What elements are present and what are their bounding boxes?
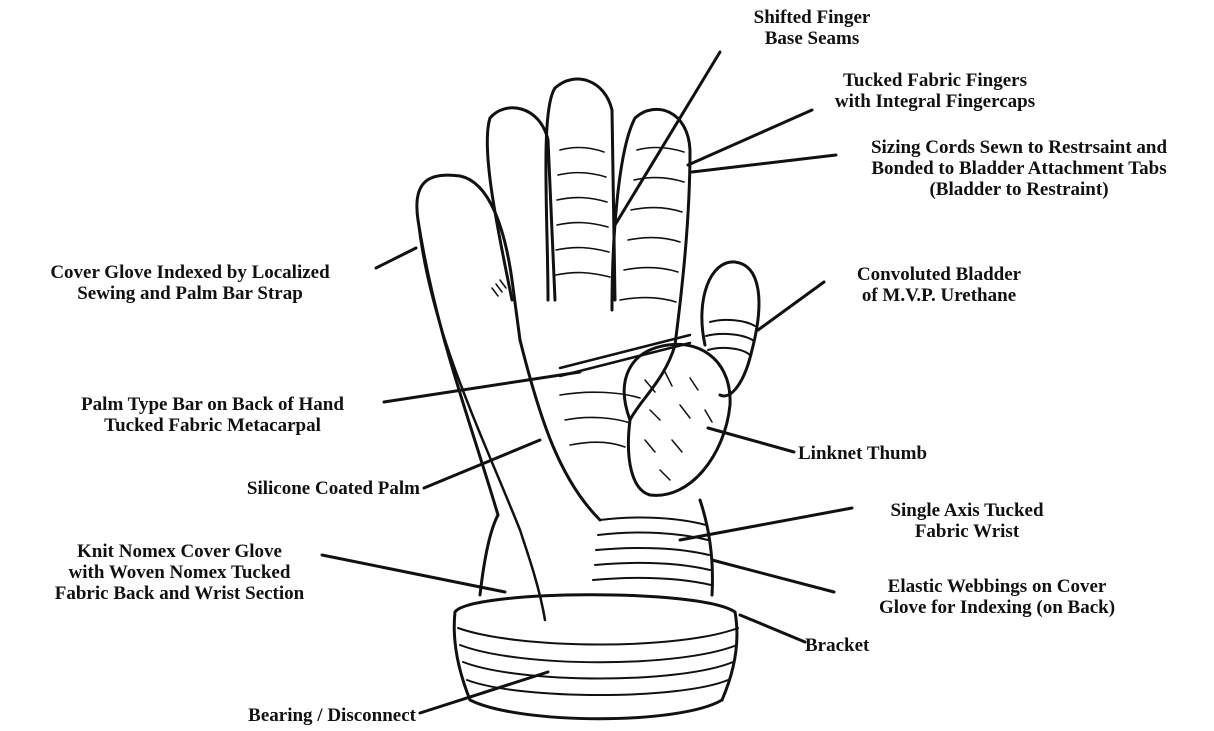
label-line: Fabric Back and Wrist Section xyxy=(12,583,347,604)
ring-finger xyxy=(546,79,615,300)
label-line: Glove for Indexing (on Back) xyxy=(832,597,1162,618)
thumb-texture xyxy=(645,372,712,480)
leader-lines xyxy=(322,52,852,713)
leader-shifted-finger xyxy=(615,52,720,225)
label-line: with Integral Fingercaps xyxy=(805,91,1065,112)
label-elastic-webbings: Elastic Webbings on Cover Glove for Inde… xyxy=(832,576,1162,618)
label-bearing-disconnect: Bearing / Disconnect xyxy=(190,705,416,726)
bearing-rings xyxy=(454,595,738,719)
label-line: Bracket xyxy=(805,635,869,656)
label-line: Palm Type Bar on Back of Hand xyxy=(45,394,380,415)
label-line: Silicone Coated Palm xyxy=(170,478,420,499)
label-bracket: Bracket xyxy=(805,635,869,656)
fourth-finger xyxy=(612,109,690,345)
label-line: with Woven Nomex Tucked xyxy=(12,562,347,583)
label-line: Single Axis Tucked xyxy=(852,500,1082,521)
label-line: Sizing Cords Sewn to Restrsaint and xyxy=(834,137,1204,158)
label-line: of M.V.P. Urethane xyxy=(824,285,1054,306)
label-line: Bonded to Bladder Attachment Tabs xyxy=(834,158,1204,179)
sewing-marks xyxy=(492,280,506,296)
thumb-convolutes xyxy=(706,320,755,355)
index-outline xyxy=(417,175,520,515)
label-line: Elastic Webbings on Cover xyxy=(832,576,1162,597)
leader-palm-bar xyxy=(384,372,580,402)
leader-tucked-fingers xyxy=(688,110,812,165)
label-line: Convoluted Bladder xyxy=(824,264,1054,285)
label-single-axis-wrist: Single Axis Tucked Fabric Wrist xyxy=(852,500,1082,542)
leader-knit-nomex xyxy=(322,555,505,592)
label-line: Fabric Wrist xyxy=(852,521,1082,542)
finger-tucks xyxy=(556,148,684,447)
label-sizing-cords: Sizing Cords Sewn to Restrsaint and Bond… xyxy=(834,137,1204,200)
label-line: Sewing and Palm Bar Strap xyxy=(5,283,375,304)
label-line: Tucked Fabric Metacarpal xyxy=(45,415,380,436)
label-line: Linknet Thumb xyxy=(798,443,927,464)
label-line: Tucked Fabric Fingers xyxy=(805,70,1065,91)
label-line: Cover Glove Indexed by Localized xyxy=(5,262,375,283)
leader-silicone-palm xyxy=(424,440,540,488)
leader-convoluted-bladder xyxy=(758,282,824,330)
label-convoluted-bladder: Convoluted Bladder of M.V.P. Urethane xyxy=(824,264,1054,306)
leader-elastic-webbings xyxy=(712,560,834,592)
label-line: Knit Nomex Cover Glove xyxy=(12,541,347,562)
silicone-palm-strip xyxy=(418,220,545,620)
label-cover-glove-indexed: Cover Glove Indexed by Localized Sewing … xyxy=(5,262,375,304)
label-shifted-finger-base-seams: Shifted Finger Base Seams xyxy=(722,7,902,49)
label-knit-nomex-cover-glove: Knit Nomex Cover Glove with Woven Nomex … xyxy=(12,541,347,604)
label-silicone-coated-palm: Silicone Coated Palm xyxy=(170,478,420,499)
label-linknet-thumb: Linknet Thumb xyxy=(798,443,927,464)
label-line: (Bladder to Restraint) xyxy=(834,179,1204,200)
thumb-tip xyxy=(702,262,759,396)
leader-bracket xyxy=(740,615,805,642)
label-tucked-fabric-fingers: Tucked Fabric Fingers with Integral Fing… xyxy=(805,70,1065,112)
leader-sizing-cords xyxy=(692,155,836,172)
label-line: Bearing / Disconnect xyxy=(190,705,416,726)
linknet-thumb xyxy=(624,344,730,495)
label-line: Shifted Finger xyxy=(722,7,902,28)
label-line: Base Seams xyxy=(722,28,902,49)
leader-cover-glove-indexed xyxy=(376,248,416,268)
label-palm-type-bar: Palm Type Bar on Back of Hand Tucked Fab… xyxy=(45,394,380,436)
wrist-tucks xyxy=(593,518,711,585)
glove-drawing xyxy=(417,79,759,719)
